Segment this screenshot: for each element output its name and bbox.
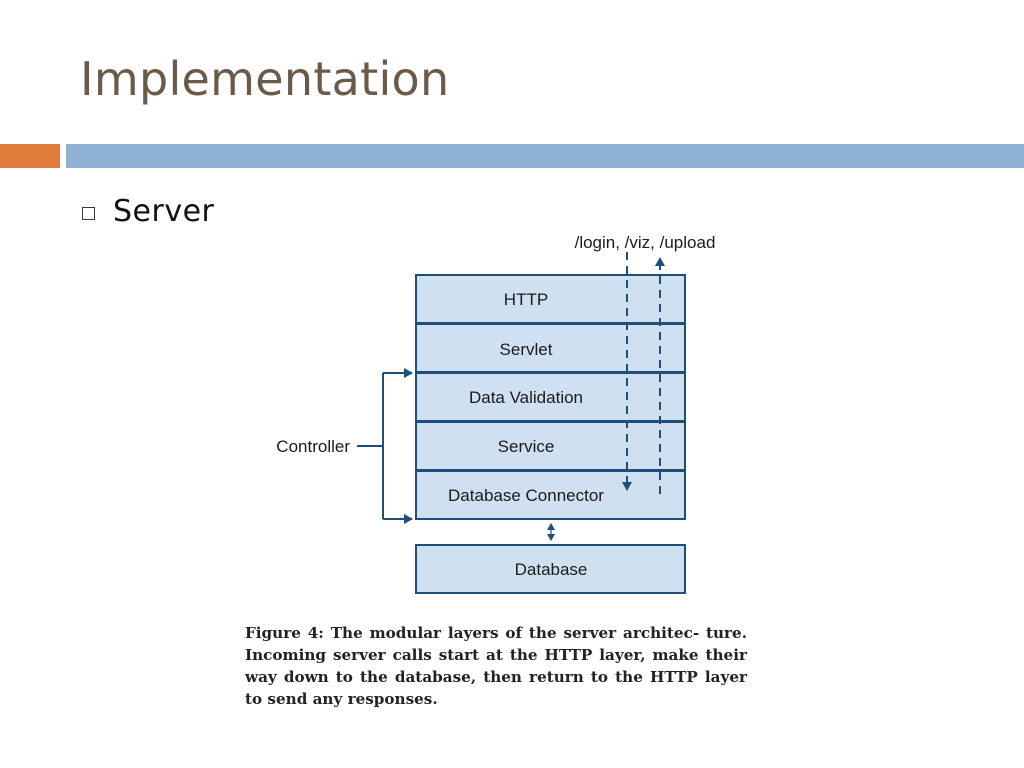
figure-caption: Figure 4: The modular layers of the serv… — [245, 624, 747, 708]
database-label: Database — [515, 560, 588, 579]
controller-label: Controller — [276, 437, 350, 456]
layer-label-database-connector: Database Connector — [448, 486, 604, 505]
layer-label-http: HTTP — [504, 290, 548, 309]
layer-box-servlet — [415, 323, 686, 373]
layer-label-data-validation: Data Validation — [469, 388, 583, 407]
layer-box-data-validation — [415, 372, 686, 422]
layer-stack: HTTP Servlet Data Validation Service Dat… — [415, 274, 686, 520]
layer-label-servlet: Servlet — [500, 340, 553, 359]
controller-bracket — [357, 368, 413, 524]
request-paths-label: /login, /viz, /upload — [575, 233, 716, 252]
layer-box-service — [415, 421, 686, 471]
square-bullet-icon — [82, 207, 95, 220]
blue-accent-bar — [66, 144, 1024, 168]
slide-title: Implementation — [80, 52, 450, 106]
layer-label-service: Service — [498, 437, 555, 456]
layer-box-database-connector — [415, 470, 686, 520]
layer-box-http — [415, 274, 686, 324]
orange-accent-bar — [0, 144, 60, 168]
database-box — [415, 544, 686, 594]
bullet-item: Server — [82, 194, 214, 229]
bullet-text: Server — [113, 194, 215, 229]
